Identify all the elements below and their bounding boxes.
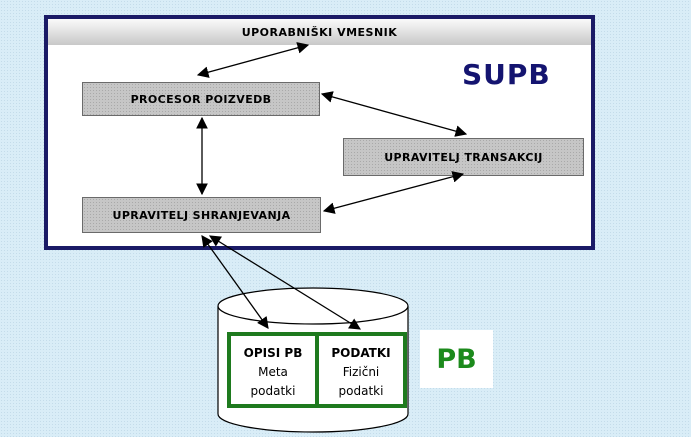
metadata-header: OPISI PB [243, 346, 303, 360]
transaction-manager-box: UPRAVITELJ TRANSAKCIJ [343, 138, 584, 176]
supb-label: SUPB [462, 58, 551, 91]
user-interface-bar: UPORABNIŠKI VMESNIK [48, 19, 591, 45]
pb-label: PB [420, 330, 493, 388]
storage-manager-box: UPRAVITELJ SHRANJEVANJA [82, 197, 321, 233]
data-line1: Fizični [342, 365, 380, 379]
metadata-line2: podatki [250, 384, 296, 398]
arrow-storage-data [209, 235, 361, 330]
arrow-processor-transaction [320, 91, 468, 137]
arrow-storage-metadata [201, 235, 269, 329]
data-line2: podatki [338, 384, 384, 398]
data-cell: PODATKI Fizični podatki [315, 336, 403, 404]
database-table: OPISI PB Meta podatki PODATKI Fizični po… [227, 332, 407, 408]
data-header: PODATKI [331, 346, 391, 360]
metadata-line1: Meta [258, 365, 288, 379]
arrow-storage-transaction [322, 171, 465, 214]
metadata-cell: OPISI PB Meta podatki [231, 336, 315, 404]
arrow-ui-processor [196, 42, 310, 78]
query-processor-box: PROCESOR POIZVEDB [82, 82, 320, 116]
